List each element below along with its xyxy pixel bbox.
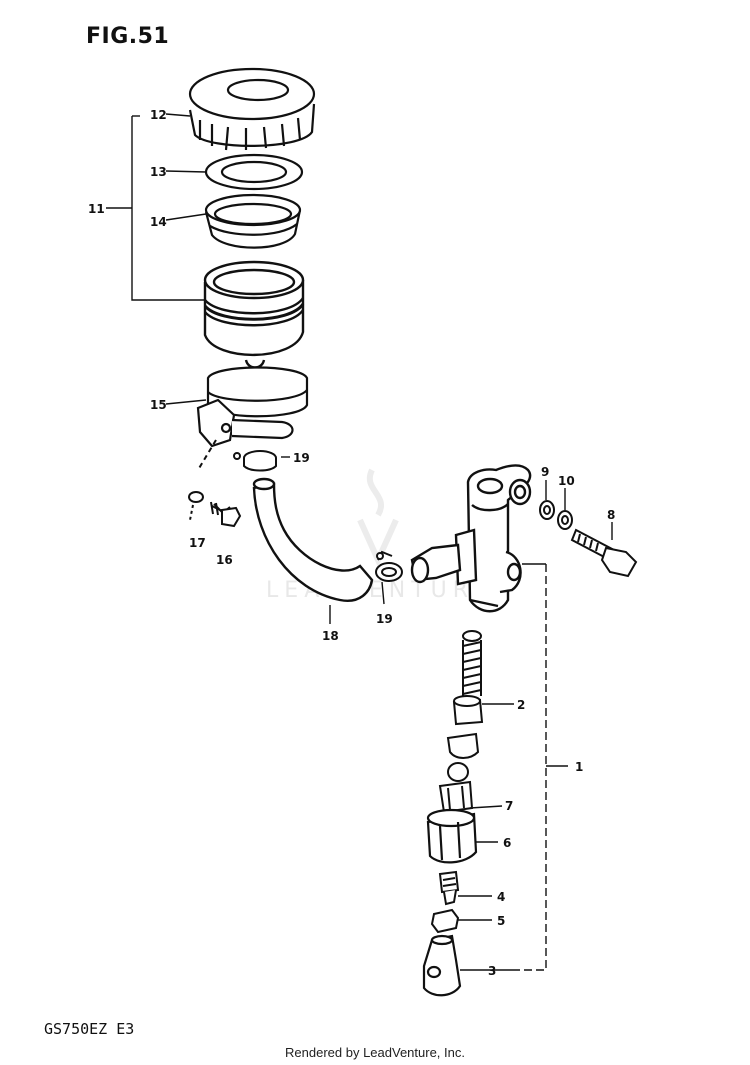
part-clamp-band [196, 366, 309, 448]
figure-title: FIG.51 [86, 24, 170, 49]
callout-5: 5 [497, 914, 505, 928]
part-reservoir-body [203, 260, 305, 369]
callout-1: 1 [575, 760, 583, 774]
part-master-cylinder [410, 464, 532, 613]
callout-15: 15 [150, 398, 167, 412]
callout-16: 16 [216, 553, 233, 567]
callout-11: 11 [88, 202, 105, 216]
callout-10: 10 [558, 474, 575, 488]
callout-12: 12 [150, 108, 167, 122]
part-washer-10 [557, 510, 573, 530]
callout-9: 9 [541, 465, 549, 479]
part-spring [462, 630, 482, 696]
callout-4: 4 [497, 890, 505, 904]
part-lock-nut [430, 908, 460, 934]
callout-14: 14 [150, 215, 167, 229]
part-hose-clamp-upper [197, 439, 277, 472]
part-piston-seal [438, 762, 474, 814]
callout-19-upper: 19 [293, 451, 310, 465]
callout-7: 7 [505, 799, 513, 813]
assembly-bracket [520, 564, 568, 971]
part-washer-9 [539, 500, 555, 520]
part-washer [188, 491, 204, 521]
part-hose [252, 477, 374, 602]
part-banjo-bolt [570, 528, 638, 578]
part-hose-clamp-lower [375, 550, 403, 582]
part-bolt-small [210, 501, 242, 528]
footer-credit: Rendered by LeadVenture, Inc. [285, 1045, 465, 1060]
part-piston [426, 808, 478, 864]
callout-17: 17 [189, 536, 206, 550]
callout-13: 13 [150, 165, 167, 179]
part-clevis [422, 934, 462, 997]
part-diaphragm [204, 193, 302, 249]
callout-2: 2 [517, 698, 525, 712]
leader-lines [106, 113, 613, 971]
callout-18: 18 [322, 629, 339, 643]
watermark-logo [357, 468, 399, 568]
part-reservoir-cap [188, 67, 316, 151]
part-push-rod [438, 870, 460, 906]
callout-8: 8 [607, 508, 615, 522]
callout-6: 6 [503, 836, 511, 850]
part-diaphragm-plate [204, 153, 304, 191]
model-code: GS750EZ E3 [44, 1020, 135, 1038]
callout-19-lower: 19 [376, 612, 393, 626]
part-secondary-cup [446, 695, 484, 759]
callout-3: 3 [488, 964, 496, 978]
